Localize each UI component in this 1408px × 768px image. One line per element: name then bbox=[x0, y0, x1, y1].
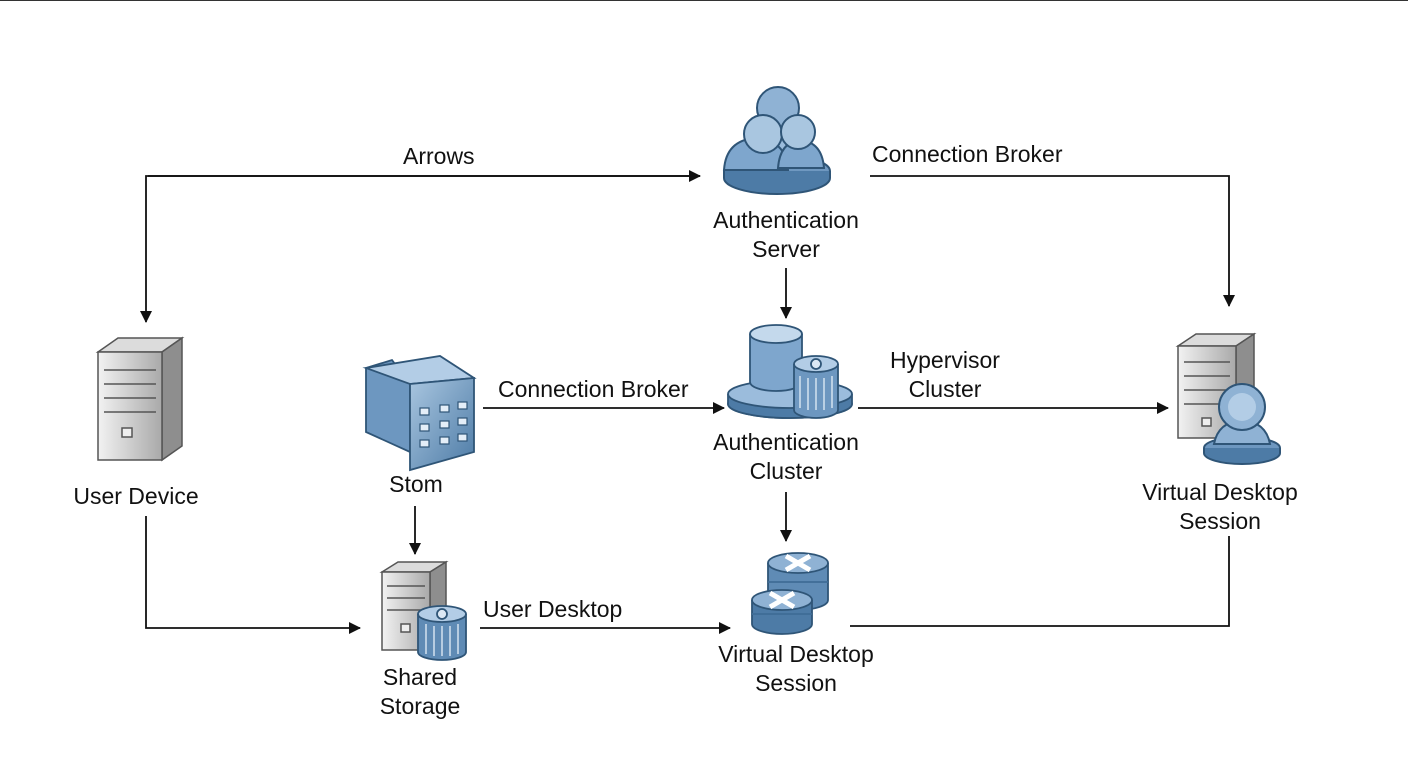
server-tower-icon bbox=[95, 336, 185, 462]
edge-label-hypervisor: Hypervisor Cluster bbox=[890, 347, 1000, 402]
edge-label-arrows: Arrows bbox=[403, 143, 475, 169]
edge-label-broker-mid: Connection Broker bbox=[498, 376, 689, 402]
edge-device-to-storage bbox=[145, 516, 361, 634]
node-label-vds-right: Virtual Desktop Session bbox=[1142, 479, 1298, 534]
edge-arrows bbox=[140, 170, 701, 323]
node-label-auth-server: Authentication Server bbox=[713, 207, 859, 262]
building-icon bbox=[362, 355, 477, 472]
node-label-user-device: User Device bbox=[73, 483, 199, 509]
edge-vds-return bbox=[850, 536, 1230, 627]
database-stack-icon bbox=[751, 552, 829, 635]
node-label-shared-storage: Shared Storage bbox=[379, 664, 461, 719]
edge-broker-top bbox=[870, 175, 1235, 307]
node-label-stom: Stom bbox=[389, 471, 443, 497]
edge-label-user-desktop: User Desktop bbox=[483, 596, 623, 622]
database-cluster-icon bbox=[727, 324, 853, 419]
top-rule bbox=[0, 0, 1408, 1]
edge-label-broker-top: Connection Broker bbox=[872, 141, 1063, 167]
node-label-auth-cluster: Authentication Cluster bbox=[713, 429, 859, 484]
node-label-vds-bottom: Virtual Desktop Session bbox=[718, 641, 874, 696]
storage-drum-icon bbox=[417, 605, 467, 661]
user-avatar-icon bbox=[1203, 383, 1281, 465]
edge-arrows-left bbox=[140, 175, 700, 323]
user-group-icon bbox=[722, 86, 831, 195]
